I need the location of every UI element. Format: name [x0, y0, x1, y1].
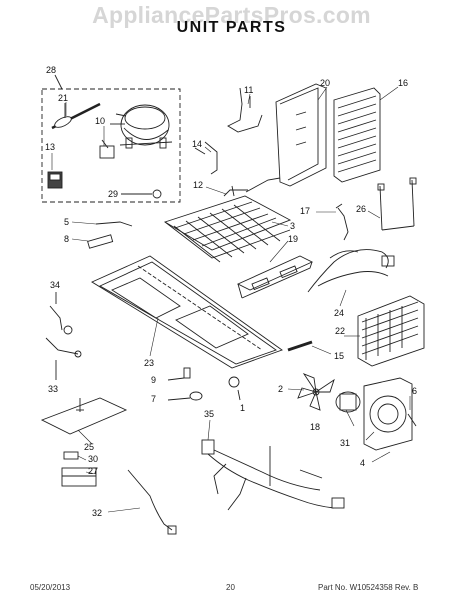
fan-shroud-part	[363, 377, 413, 451]
callout-32: 32	[92, 508, 102, 518]
footer-date: 05/20/2013	[30, 583, 71, 592]
callout-9: 9	[151, 375, 156, 385]
callout-25: 25	[84, 442, 94, 452]
callout-16: 16	[398, 78, 408, 88]
callout-labels: 28 21 10 13 29 11 20 16 14 12 17 26 5 8 …	[45, 65, 417, 518]
condenser-part	[333, 87, 381, 183]
start-device-part	[51, 102, 101, 130]
drain-pan-part	[236, 255, 314, 299]
callout-20: 20	[320, 78, 330, 88]
leader-line-28	[54, 74, 63, 90]
callout-15: 15	[334, 351, 344, 361]
grommet-part	[152, 189, 162, 199]
condenser-22-part	[357, 295, 425, 367]
callout-12: 12	[193, 180, 203, 190]
screw-6-part	[407, 413, 417, 427]
evaporator-part	[163, 195, 292, 263]
callout-29: 29	[108, 189, 118, 199]
callout-4: 4	[360, 458, 365, 468]
callout-6: 6	[412, 386, 417, 396]
heater-wire-part	[223, 177, 281, 197]
callout-34: 34	[50, 280, 60, 290]
capacitor-part	[47, 171, 63, 189]
callout-11: 11	[244, 85, 253, 95]
callout-28: 28	[46, 65, 56, 75]
callout-24: 24	[334, 308, 344, 318]
wiring-harness-24-part	[307, 249, 395, 293]
fan-motor-part	[335, 391, 361, 413]
sensor-26-part	[377, 177, 417, 231]
tube-17-part	[337, 207, 349, 241]
callout-13: 13	[45, 142, 55, 152]
fan-blade-part	[297, 373, 335, 411]
leader-lines	[51, 86, 411, 513]
callout-14: 14	[192, 139, 202, 149]
callout-1: 1	[240, 403, 245, 413]
relay-part	[99, 139, 115, 159]
page-title: UNIT PARTS	[176, 19, 287, 36]
insulation-part	[87, 234, 114, 249]
callout-19: 19	[288, 234, 298, 244]
power-cord-part	[127, 469, 177, 535]
rod-15-part	[287, 340, 313, 352]
tube-part	[227, 87, 263, 133]
footer-part-number: Part No. W10524358 Rev. B	[318, 583, 419, 592]
footer-page-number: 20	[226, 583, 235, 592]
callout-21: 21	[58, 93, 68, 103]
callout-33: 33	[48, 384, 58, 394]
callout-30: 30	[88, 454, 98, 464]
base-pan-part	[91, 255, 283, 369]
callout-31: 31	[340, 438, 350, 448]
watermark: AppliancePartsPros.com	[92, 2, 371, 28]
callout-10: 10	[95, 116, 105, 126]
thermistor-34-part	[49, 292, 73, 335]
bracket-14-part	[204, 141, 218, 175]
callout-26: 26	[356, 204, 366, 214]
callout-23: 23	[144, 358, 154, 368]
fitting-part	[167, 391, 203, 401]
callout-5: 5	[64, 217, 69, 227]
callout-7: 7	[151, 394, 156, 404]
callout-8: 8	[64, 234, 69, 244]
duct-cover-part	[275, 83, 327, 187]
callout-17: 17	[300, 206, 310, 216]
spacer-part	[228, 376, 241, 401]
callout-2: 2	[278, 384, 283, 394]
wire-33-part	[45, 337, 82, 380]
callout-35: 35	[204, 409, 214, 419]
insulation-pad-part	[40, 397, 128, 435]
screw-part	[167, 367, 191, 381]
drain-tube-part	[95, 221, 133, 227]
callout-3: 3	[290, 221, 295, 231]
callout-18: 18	[310, 422, 320, 432]
compressor-part	[110, 104, 173, 149]
callout-22: 22	[335, 326, 345, 336]
wiring-harness-35-part	[201, 439, 345, 511]
compressor-group-box	[41, 88, 181, 203]
callout-27: 27	[88, 466, 98, 476]
